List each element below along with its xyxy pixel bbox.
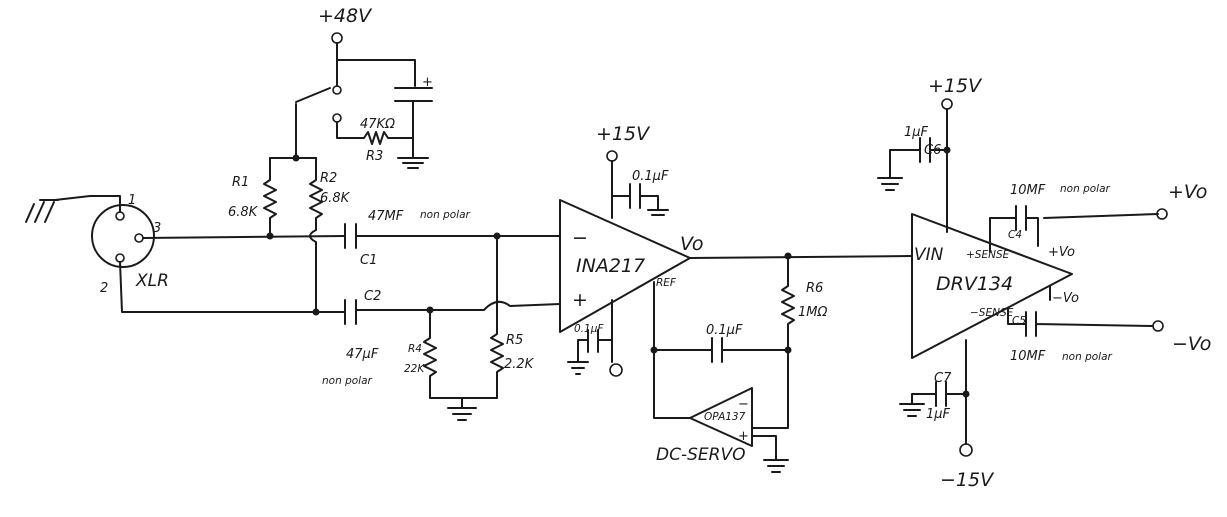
ina-name: INA217 bbox=[576, 255, 645, 277]
ina-dec-bot: 0.1μF bbox=[574, 323, 604, 335]
drv-vo-pos: +Vo bbox=[1048, 245, 1075, 260]
drv-pos-supply: +15V bbox=[928, 75, 983, 97]
phantom-power-section bbox=[295, 32, 433, 169]
c5-name: C5 bbox=[1012, 315, 1026, 327]
c4-value: 10MF bbox=[1010, 183, 1046, 198]
r5-value: 2.2K bbox=[504, 357, 535, 372]
opa-name: OPA137 bbox=[704, 411, 746, 423]
c6-value: 1μF bbox=[904, 125, 929, 140]
drv-sense-pos: +SENSE bbox=[966, 249, 1010, 261]
c5-note: non polar bbox=[1062, 351, 1113, 363]
c5-value: 10MF bbox=[1010, 349, 1046, 364]
c1-value: 47MF bbox=[368, 209, 404, 224]
ina217-amplifier bbox=[559, 150, 913, 419]
r4-name: R4 bbox=[408, 343, 422, 355]
c6-name: C6 bbox=[924, 143, 941, 158]
r2-name: R2 bbox=[320, 171, 337, 186]
pin2-label: 2 bbox=[100, 281, 108, 296]
pin1-label: 1 bbox=[128, 193, 136, 208]
c2-name: C2 bbox=[364, 289, 381, 304]
r3-value: 47KΩ bbox=[360, 117, 395, 132]
ina-minus: − bbox=[572, 227, 588, 249]
input-resistors bbox=[423, 235, 504, 421]
out-neg-label: −Vo bbox=[1172, 333, 1211, 355]
bias-resistors bbox=[263, 154, 323, 316]
c4-note: non polar bbox=[1060, 183, 1111, 195]
drv-vin: VIN bbox=[914, 245, 944, 265]
ina-plus: + bbox=[572, 289, 588, 311]
r4-value: 22K bbox=[404, 363, 425, 375]
r1-name: R1 bbox=[232, 175, 249, 190]
dc-servo-label: DC-SERVO bbox=[656, 445, 745, 465]
ina-dec-top: 0.1μF bbox=[632, 169, 669, 184]
xlr-label: XLR bbox=[135, 271, 169, 291]
drv-name: DRV134 bbox=[936, 273, 1013, 295]
servo-cap: 0.1μF bbox=[706, 323, 743, 338]
v48-label: +48V bbox=[318, 5, 373, 27]
r1-value: 6.8K bbox=[228, 205, 259, 220]
r5-name: R5 bbox=[506, 333, 523, 348]
opa-minus: − bbox=[738, 397, 749, 412]
ina-pos-supply: +15V bbox=[596, 123, 651, 145]
c2-value: 47μF bbox=[346, 347, 379, 362]
out-pos-label: +Vo bbox=[1168, 181, 1207, 203]
opa-plus: + bbox=[738, 429, 749, 444]
drv-neg-supply: −15V bbox=[940, 469, 995, 491]
c7-value: 1μF bbox=[926, 407, 951, 422]
ina-ref: REF bbox=[656, 277, 677, 289]
ina-vo: Vo bbox=[680, 233, 704, 255]
c1-name: C1 bbox=[360, 253, 377, 268]
drv134-driver bbox=[877, 98, 1168, 457]
drv-vo-neg: −Vo bbox=[1052, 291, 1079, 306]
r6-name: R6 bbox=[806, 281, 823, 296]
r3-name: R3 bbox=[366, 149, 383, 164]
xlr-connector bbox=[25, 195, 346, 313]
c4-name: C4 bbox=[1008, 229, 1022, 241]
pin3-label: 3 bbox=[153, 221, 161, 236]
c2-note: non polar bbox=[322, 375, 373, 387]
v48-terminal bbox=[331, 32, 343, 44]
c-phantom-plus: + bbox=[422, 75, 433, 90]
drv-sense-neg: −SENSE bbox=[970, 307, 1014, 319]
coupling-caps bbox=[314, 223, 561, 325]
c7-name: C7 bbox=[934, 371, 952, 386]
dc-servo-section bbox=[650, 252, 795, 473]
c1-note: non polar bbox=[420, 209, 471, 221]
r6-value: 1MΩ bbox=[798, 305, 827, 320]
r2-value: 6.8K bbox=[320, 191, 351, 206]
